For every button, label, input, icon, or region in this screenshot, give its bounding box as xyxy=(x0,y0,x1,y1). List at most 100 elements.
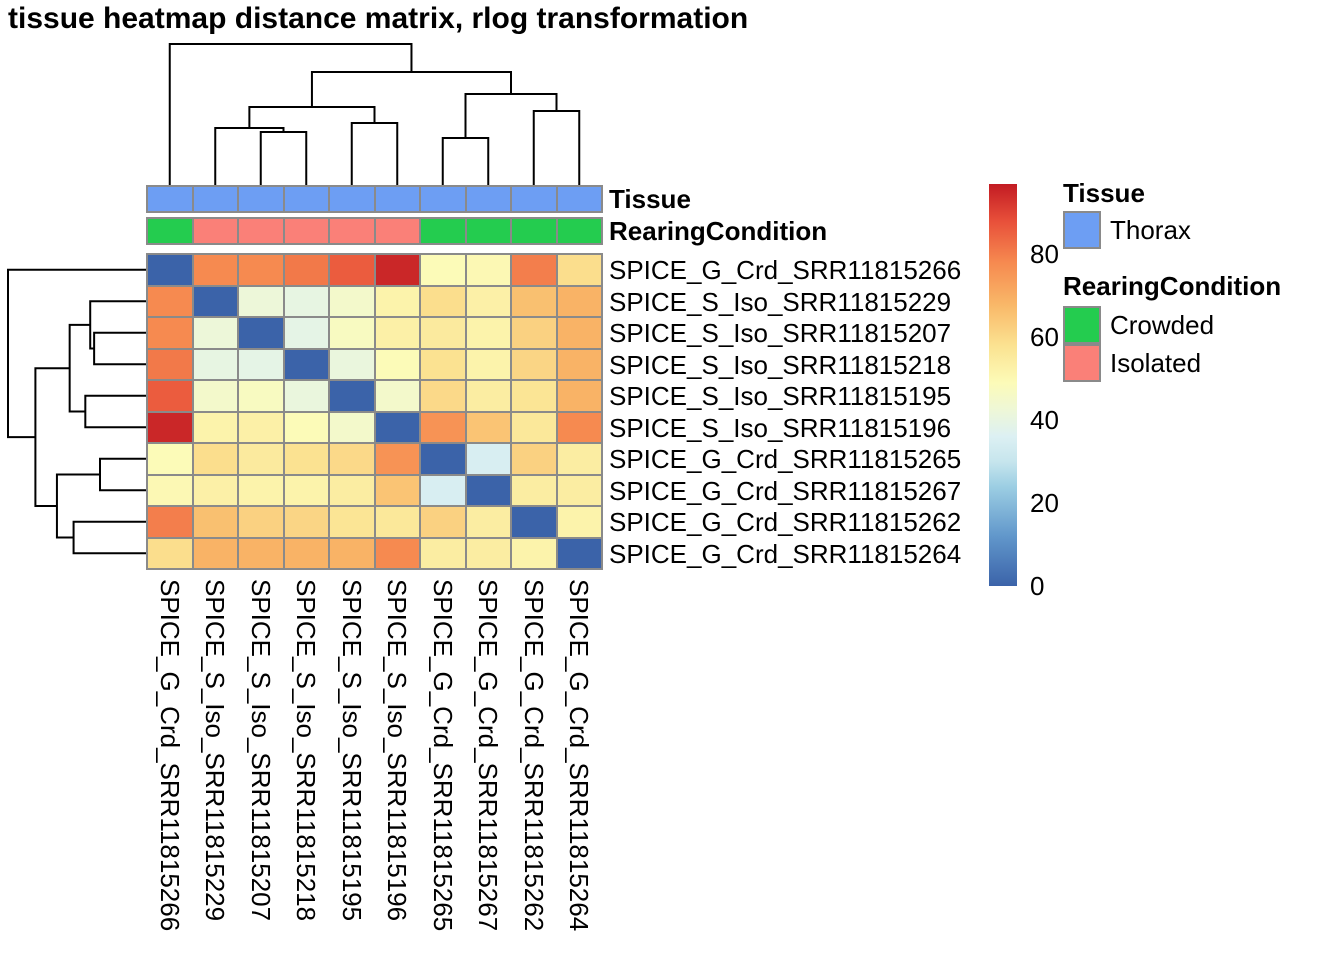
row-label: SPICE_G_Crd_SRR11815262 xyxy=(609,507,962,537)
tissue-annotation-cell xyxy=(193,187,237,211)
heatmap-cell xyxy=(466,538,510,568)
heatmap-cell xyxy=(193,318,237,348)
heatmap-cell xyxy=(421,538,465,568)
heatmap-cell xyxy=(466,318,510,348)
legend-thorax-label: Thorax xyxy=(1110,215,1191,245)
colorbar xyxy=(989,184,1017,586)
heatmap-cell xyxy=(284,507,328,537)
heatmap-cell xyxy=(466,381,510,411)
heatmap-cell xyxy=(512,381,556,411)
colorbar-tick-label: 20 xyxy=(1030,488,1059,519)
column-label: SPICE_G_Crd_SRR11815266 xyxy=(154,579,185,932)
heatmap-cell xyxy=(193,507,237,537)
tissue-annotation-cell xyxy=(421,187,465,211)
heatmap-cell xyxy=(193,538,237,568)
dendrogram-branch xyxy=(84,394,146,429)
heatmap-cell xyxy=(466,349,510,379)
heatmap-cell xyxy=(375,349,419,379)
heatmap-cell xyxy=(375,412,419,442)
heatmap-cell xyxy=(330,412,374,442)
chart-title: tissue heatmap distance matrix, rlog tra… xyxy=(8,2,749,35)
rearing-condition-annotation-bar xyxy=(146,217,603,245)
tissue-annotation-cell xyxy=(466,187,510,211)
row-label: SPICE_S_Iso_SRR11815218 xyxy=(609,349,952,380)
column-dendrogram xyxy=(168,43,581,185)
column-label: SPICE_S_Iso_SRR11815229 xyxy=(200,579,231,922)
dendrogram-branch xyxy=(68,323,91,413)
heatmap-cell xyxy=(193,286,237,316)
dendrogram-branch xyxy=(464,93,558,138)
heatmap-cell xyxy=(148,286,192,316)
colorbar-tick-label: 60 xyxy=(1030,322,1059,353)
dendrogram-branch xyxy=(214,127,285,185)
heatmap-cell xyxy=(557,412,601,442)
dendrogram-branch xyxy=(310,71,512,107)
heatmap-cell xyxy=(466,444,510,474)
heatmap-cell xyxy=(193,255,237,285)
column-label: SPICE_G_Crd_SRR11815267 xyxy=(473,579,504,932)
heatmap-cell xyxy=(557,538,601,568)
heatmap-cell xyxy=(193,412,237,442)
heatmap-cell xyxy=(330,349,374,379)
heatmap-cell xyxy=(330,318,374,348)
rearing-condition-annotation-cell xyxy=(193,219,237,243)
column-label: SPICE_S_Iso_SRR11815207 xyxy=(245,579,276,922)
tissue-annotation-cell xyxy=(330,187,374,211)
tissue-annotation-bar xyxy=(146,185,603,213)
heatmap-cell xyxy=(148,412,192,442)
heatmap-cell xyxy=(557,255,601,285)
heatmap-cell xyxy=(375,286,419,316)
heatmap-cell xyxy=(375,538,419,568)
column-label: SPICE_G_Crd_SRR11815265 xyxy=(427,579,458,932)
heatmap-cell xyxy=(148,381,192,411)
legend-tissue-title: Tissue xyxy=(1063,178,1145,208)
heatmap-cell xyxy=(239,255,283,285)
legend-crowded-label: Crowded xyxy=(1110,310,1215,340)
heatmap-cell xyxy=(330,381,374,411)
heatmap-cell xyxy=(375,318,419,348)
row-label: SPICE_G_Crd_SRR11815265 xyxy=(609,444,962,474)
heatmap-cell xyxy=(557,475,601,505)
heatmap-cell xyxy=(375,255,419,285)
tissue-annotation-cell xyxy=(284,187,328,211)
heatmap-cell xyxy=(375,381,419,411)
dendrogram-branch xyxy=(89,300,146,350)
row-label: SPICE_S_Iso_SRR11815195 xyxy=(609,381,952,411)
column-label: SPICE_S_Iso_SRR11815196 xyxy=(382,579,413,922)
rearing-condition-annotation-cell xyxy=(284,219,328,243)
heatmap-cell xyxy=(148,538,192,568)
rearing-condition-annotation-cell xyxy=(375,219,419,243)
heatmap-cell xyxy=(512,538,556,568)
heatmap-cell xyxy=(375,507,419,537)
isolated-color-swatch xyxy=(1063,344,1101,382)
heatmap-cell xyxy=(284,475,328,505)
column-label: SPICE_G_Crd_SRR11815262 xyxy=(518,579,549,932)
rearing-condition-annotation-cell xyxy=(148,219,192,243)
heatmap-cell xyxy=(421,349,465,379)
heatmap-cell xyxy=(421,475,465,505)
heatmap-cell xyxy=(148,255,192,285)
heatmap-cell xyxy=(557,286,601,316)
crowded-color-swatch xyxy=(1063,306,1101,344)
column-label: SPICE_S_Iso_SRR11815195 xyxy=(336,579,367,922)
heatmap-cell xyxy=(239,381,283,411)
dendrogram-branch xyxy=(168,43,413,185)
heatmap-cell xyxy=(284,286,328,316)
dendrogram-branch xyxy=(72,520,146,555)
heatmap-cell xyxy=(421,507,465,537)
rearing-condition-annotation-cell xyxy=(330,219,374,243)
dendrogram-branch xyxy=(350,122,399,185)
heatmap-cell xyxy=(284,318,328,348)
heatmap-cell xyxy=(330,444,374,474)
row-label: SPICE_G_Crd_SRR11815267 xyxy=(609,475,962,506)
heatmap-cell xyxy=(512,444,556,474)
row-dendrogram xyxy=(7,268,146,555)
heatmap-cell xyxy=(557,349,601,379)
heatmap-cell xyxy=(557,507,601,537)
heatmap-cell xyxy=(148,507,192,537)
heatmap-cell xyxy=(466,255,510,285)
heatmap-cell xyxy=(284,349,328,379)
heatmap-cell xyxy=(148,318,192,348)
tissue-annotation-cell xyxy=(239,187,283,211)
